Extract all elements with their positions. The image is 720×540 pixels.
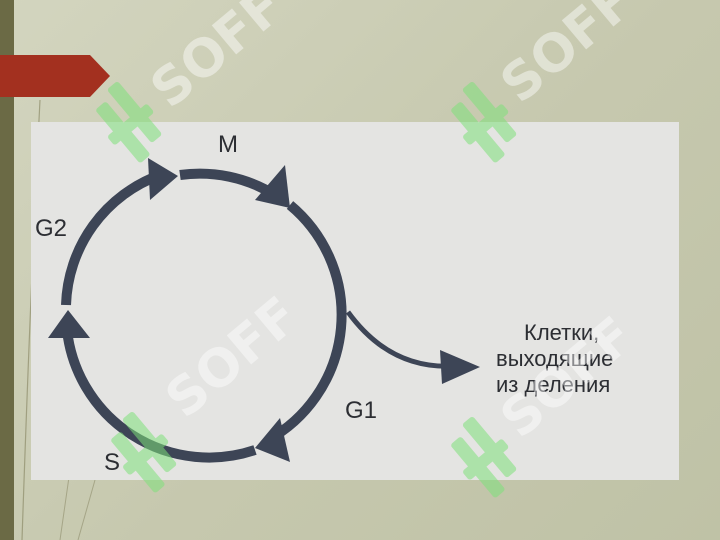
exit-label-line-1: Клетки, (524, 320, 599, 345)
arrowhead-bottom (255, 418, 290, 462)
arrowhead-left (48, 310, 90, 338)
cycle-ring (61, 168, 347, 463)
exit-label-line-2: выходящие (496, 346, 613, 371)
label-g1: G1 (345, 397, 377, 424)
arc-s (62, 329, 257, 463)
arc-m (179, 168, 278, 200)
label-s: S (104, 449, 120, 476)
arc-g1 (265, 201, 347, 445)
accent-tab (0, 55, 110, 97)
label-g2: G2 (35, 215, 67, 242)
arc-g2 (61, 170, 162, 306)
cycle-arrowheads (48, 158, 290, 462)
exit-label-line-3: из деления (496, 372, 610, 397)
label-m: M (218, 131, 238, 158)
arrowhead-top-right (255, 165, 290, 208)
slide-left-stripe (0, 0, 14, 540)
arrowhead-top-left (148, 158, 178, 200)
exit-arrow (345, 310, 456, 369)
exit-arrowhead (440, 350, 480, 384)
